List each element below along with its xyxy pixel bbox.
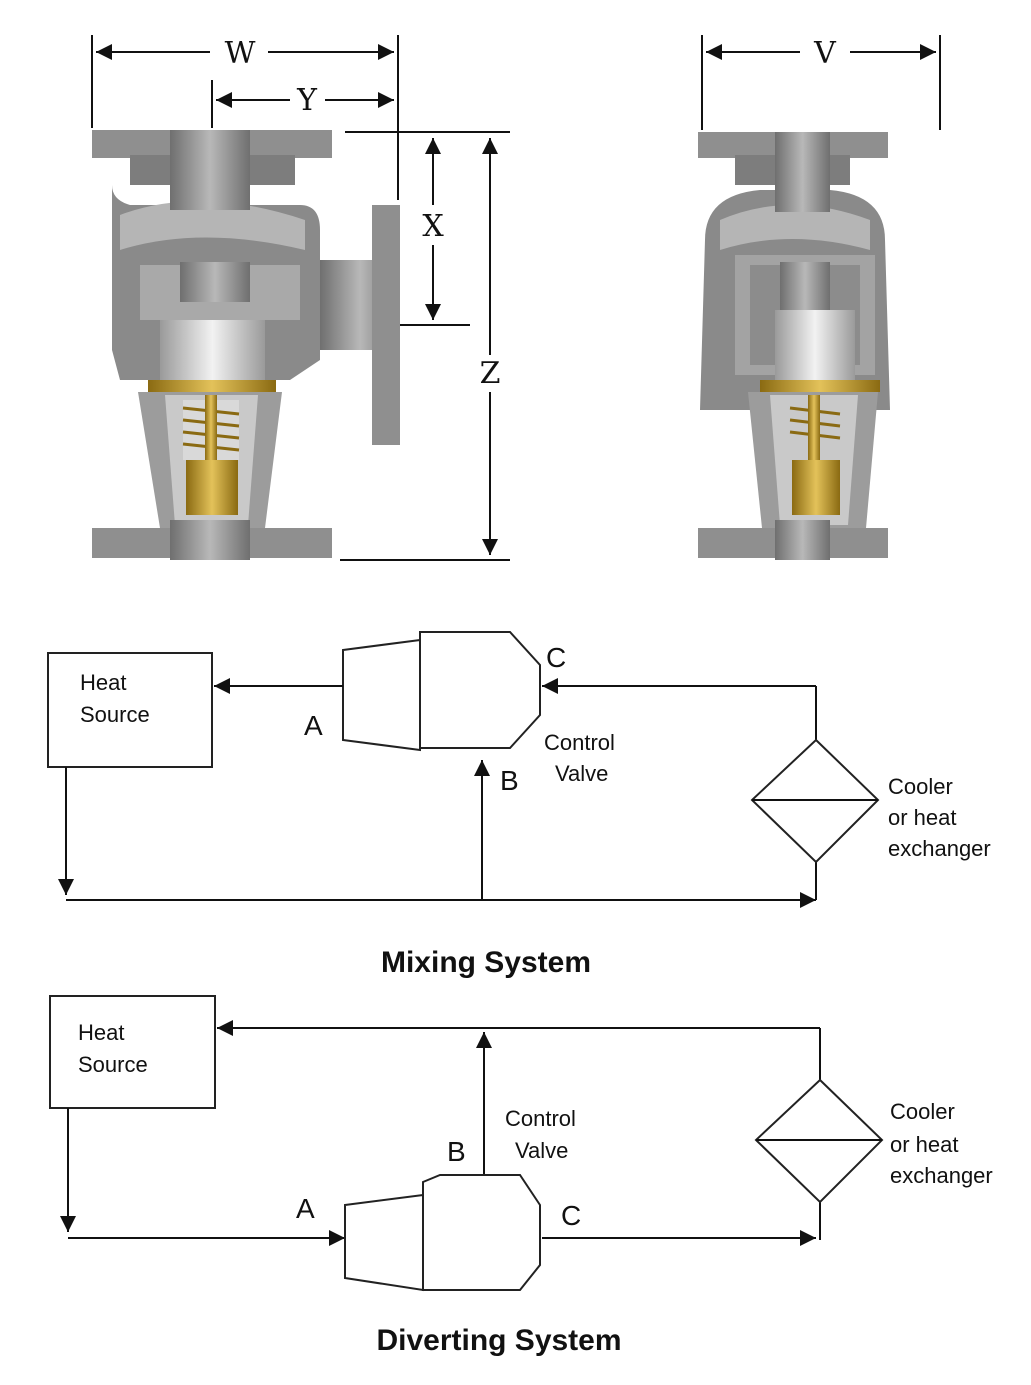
diverting-port-a: A [296, 1193, 315, 1224]
dimension-lines [91, 35, 941, 561]
diverting-heat-source-line2: Source [78, 1052, 148, 1077]
diverting-valve-body [422, 1174, 541, 1291]
mixing-cooler-line1: Cooler [888, 774, 953, 799]
mixing-port-b: B [500, 765, 519, 796]
mixing-cooler-line2: or heat [888, 805, 957, 830]
dimension-x-label: X [422, 209, 444, 244]
mixing-port-a: A [304, 710, 323, 741]
diverting-cooler-line1: Cooler [890, 1099, 955, 1124]
mixing-heat-source-box [47, 652, 213, 768]
diverting-port-c: C [561, 1200, 581, 1231]
diverting-system-diagram [49, 995, 884, 1292]
diverting-system-title: Diverting System [376, 1324, 621, 1357]
mixing-port-c: C [546, 642, 566, 673]
mixing-valve-label-line1: Control [544, 730, 615, 755]
diverting-valve-inlet [344, 1193, 424, 1292]
mixing-system-diagram [47, 631, 880, 908]
valve-front-view [698, 132, 890, 560]
diverting-port-b: B [447, 1136, 466, 1167]
diverting-valve-label-line2: Valve [515, 1138, 568, 1163]
dimension-w-label: W [225, 36, 256, 71]
mixing-valve-inlet [342, 638, 421, 752]
diverting-cooler-line2: or heat [890, 1132, 959, 1157]
mixing-valve-label-line2: Valve [555, 761, 608, 786]
mixing-cooler-line3: exchanger [888, 836, 991, 861]
diverting-heat-source-line1: Heat [78, 1020, 124, 1045]
dimension-z-label: Z [480, 356, 501, 391]
mixing-system-title: Mixing System [381, 946, 591, 979]
diverting-cooler-line3: exchanger [890, 1163, 993, 1188]
dimension-y-label: Y [296, 83, 318, 118]
mixing-heat-source-line1: Heat [80, 670, 126, 695]
diverting-valve-label-line1: Control [505, 1106, 576, 1131]
dimension-v-label: V [813, 36, 837, 71]
mixing-heat-source-line2: Source [80, 702, 150, 727]
mixing-valve-body [419, 631, 541, 749]
valve-side-view [92, 130, 400, 560]
diverting-heat-source-box [49, 995, 216, 1109]
